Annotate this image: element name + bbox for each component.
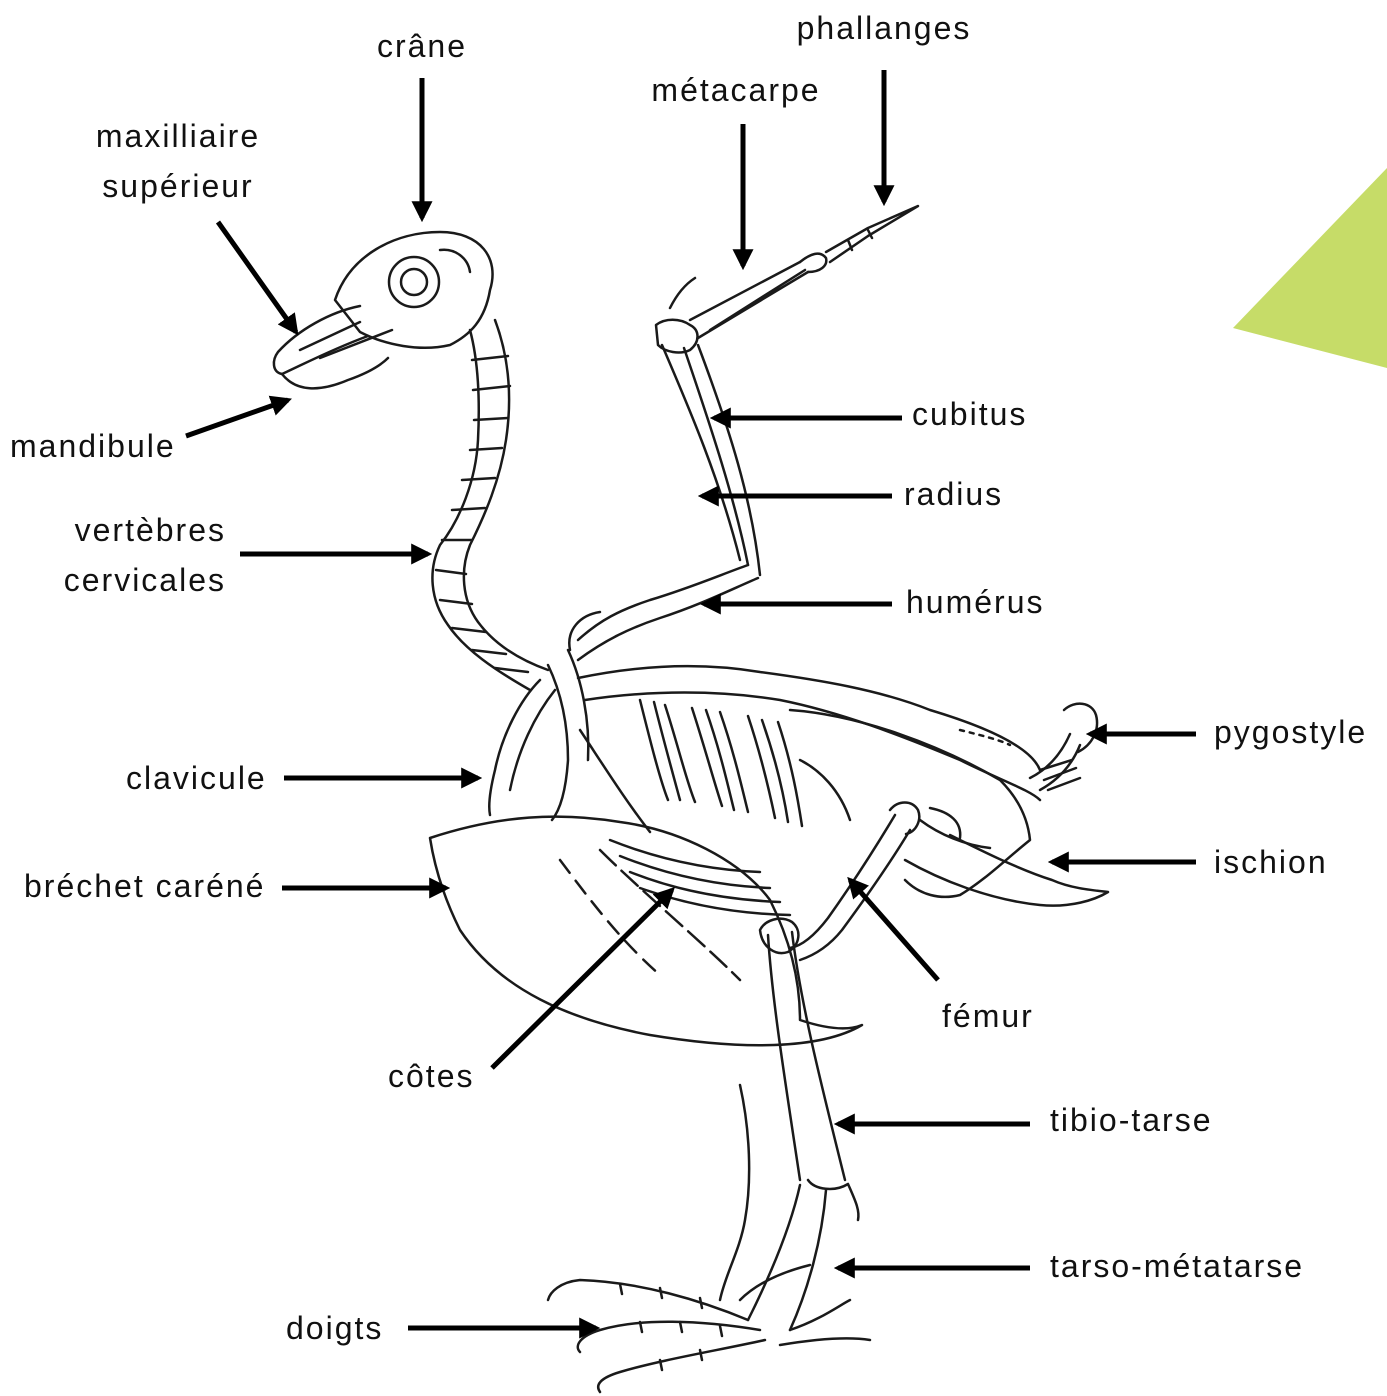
radius-bone	[662, 345, 740, 560]
label-doigts: doigts	[286, 1312, 383, 1344]
arrow-maxilliaire	[218, 222, 296, 332]
eye-orbit	[389, 257, 439, 307]
beak-lower	[282, 358, 388, 388]
label-maxilliaire-superieur: maxilliaire supérieur	[96, 120, 260, 202]
toes	[548, 1280, 870, 1392]
arrow-cotes	[492, 890, 672, 1068]
accent-triangle	[1233, 168, 1387, 368]
label-humerus: humérus	[906, 586, 1045, 618]
tarsometatarsus	[748, 1185, 826, 1330]
furcula	[489, 680, 540, 815]
phalanges-bones	[826, 206, 918, 262]
label-vertebres-cervicales: vertèbres cervicales	[64, 514, 226, 596]
tibiotarsus	[768, 932, 845, 1180]
pointer-arrows	[186, 70, 1196, 1328]
label-tarso-metatarse: tarso-métatarse	[1050, 1250, 1304, 1282]
label-pygostyle: pygostyle	[1214, 716, 1367, 748]
label-crane: crâne	[377, 30, 467, 62]
label-cubitus: cubitus	[912, 398, 1027, 430]
label-ischion: ischion	[1214, 846, 1328, 878]
metacarpus	[690, 262, 808, 338]
skeleton-lines	[274, 206, 1108, 1392]
label-metacarpe: métacarpe	[651, 74, 820, 106]
label-maxilliaire-line2: supérieur	[96, 170, 260, 202]
label-vertebres-line1: vertèbres	[64, 514, 226, 546]
arrow-mandibule	[186, 400, 288, 436]
label-mandibule: mandibule	[10, 430, 176, 462]
backbone	[578, 666, 1040, 770]
neck-front	[432, 330, 530, 690]
label-tibio-tarse: tibio-tarse	[1050, 1104, 1213, 1136]
label-brechet-carene: bréchet caréné	[24, 870, 265, 902]
arrow-femur	[850, 880, 938, 980]
label-maxilliaire-line1: maxilliaire	[96, 120, 260, 152]
ulna	[684, 348, 748, 565]
coracoid	[548, 665, 568, 820]
label-clavicule: clavicule	[126, 762, 267, 794]
label-vertebres-line2: cervicales	[64, 564, 226, 596]
label-radius: radius	[904, 478, 1003, 510]
label-cotes: côtes	[388, 1060, 474, 1092]
label-phallanges: phallanges	[797, 12, 972, 44]
label-femur: fémur	[942, 1000, 1034, 1032]
